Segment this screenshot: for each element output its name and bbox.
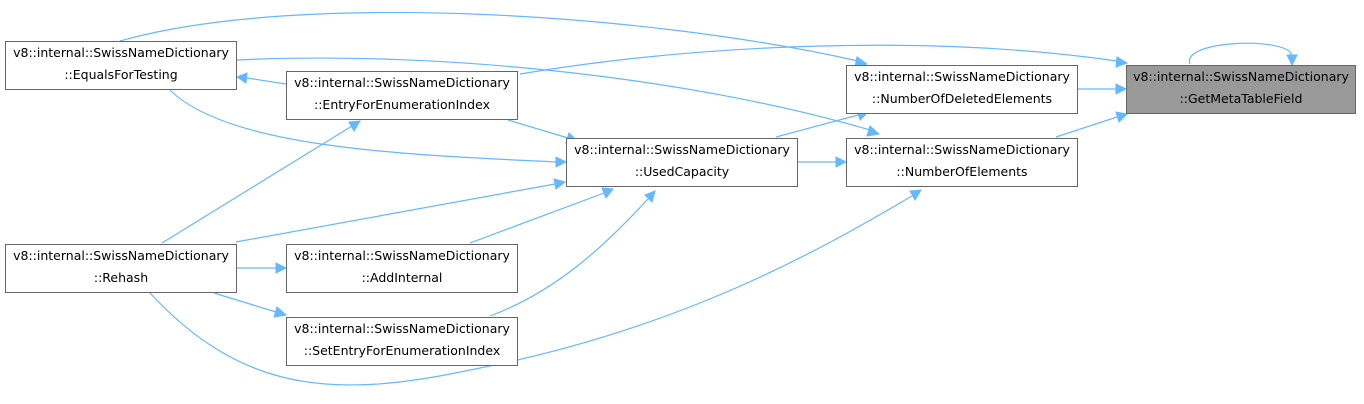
edge-rehash-setentry — [213, 292, 277, 313]
node-label-line2: ::GetMetaTableField — [1179, 91, 1303, 106]
node-label-line2: ::EntryForEnumerationIndex — [314, 97, 490, 112]
edge-equals-numberofdeleted — [119, 11, 859, 62]
arrowhead — [1115, 83, 1128, 95]
arrowhead — [275, 262, 288, 274]
node-label-line2: ::NumberOfDeletedElements — [871, 91, 1053, 106]
node-rehash[interactable]: v8::internal::SwissNameDictionary ::Reha… — [5, 244, 237, 293]
edge-addinternal-usedcapacity — [469, 192, 605, 244]
edge-usedcapacity-numberofdeleted — [775, 114, 859, 138]
edge-setentry-usedcapacity — [489, 198, 649, 317]
arrowhead — [235, 72, 248, 84]
edge-entryforenum-equals — [246, 77, 287, 85]
node-label-line1: v8::internal::SwissNameDictionary — [1133, 69, 1349, 84]
arrowhead — [1115, 56, 1129, 68]
node-label-line1: v8::internal::SwissNameDictionary — [294, 248, 510, 263]
edge-numberofelements-getmeta — [1055, 116, 1118, 138]
arrowhead — [866, 125, 881, 137]
node-label-line2: ::NumberOfElements — [896, 164, 1028, 179]
arrowhead — [1115, 111, 1129, 123]
node-set-entry-for-enumeration-index[interactable]: v8::internal::SwissNameDictionary ::SetE… — [286, 317, 518, 366]
node-entry-for-enumeration-index[interactable]: v8::internal::SwissNameDictionary ::Entr… — [286, 71, 518, 120]
node-used-capacity[interactable]: v8::internal::SwissNameDictionary ::Used… — [566, 138, 798, 187]
arrowhead — [909, 189, 922, 201]
edge-rehash-numberofelements — [149, 195, 913, 386]
node-get-meta-table-field[interactable]: v8::internal::SwissNameDictionary ::GetM… — [1126, 65, 1356, 114]
node-number-of-deleted-elements[interactable]: v8::internal::SwissNameDictionary ::Numb… — [846, 65, 1078, 114]
arrowhead — [553, 178, 567, 190]
arrowhead — [644, 190, 656, 203]
node-label-line2: ::Rehash — [93, 270, 149, 285]
node-label-line1: v8::internal::SwissNameDictionary — [294, 321, 510, 336]
node-equals-for-testing[interactable]: v8::internal::SwissNameDictionary ::Equa… — [5, 41, 237, 90]
edge-getmetatablefield-self — [1189, 42, 1293, 65]
edge-rehash-usedcapacity — [235, 183, 556, 243]
node-label-line1: v8::internal::SwissNameDictionary — [854, 142, 1070, 157]
node-label-line2: ::EqualsForTesting — [64, 67, 178, 82]
node-label-line1: v8::internal::SwissNameDictionary — [13, 45, 229, 60]
node-label-line2: ::AddInternal — [361, 270, 443, 285]
edge-equals-usedcapacity — [169, 89, 557, 163]
arrowhead — [555, 156, 568, 168]
edge-entryforenum-usedcapacity — [507, 119, 569, 139]
node-number-of-elements[interactable]: v8::internal::SwissNameDictionary ::Numb… — [846, 138, 1078, 187]
arrowhead — [273, 306, 288, 318]
node-label-line1: v8::internal::SwissNameDictionary — [854, 69, 1070, 84]
node-add-internal[interactable]: v8::internal::SwissNameDictionary ::AddI… — [286, 244, 518, 293]
arrowhead — [601, 187, 614, 199]
node-label-line2: ::UsedCapacity — [634, 164, 730, 179]
node-label-line1: v8::internal::SwissNameDictionary — [294, 75, 510, 90]
edge-equals-numberofelements — [235, 57, 871, 131]
edge-entryforenum-getmeta — [519, 44, 1118, 75]
arrowhead — [348, 120, 361, 132]
edge-rehash-entryforenum — [161, 125, 353, 244]
node-label-line1: v8::internal::SwissNameDictionary — [13, 248, 229, 263]
node-label-line2: ::SetEntryForEnumerationIndex — [303, 343, 501, 358]
arrowhead — [835, 156, 848, 168]
node-label-line1: v8::internal::SwissNameDictionary — [574, 142, 790, 157]
arrowhead — [1286, 54, 1298, 67]
